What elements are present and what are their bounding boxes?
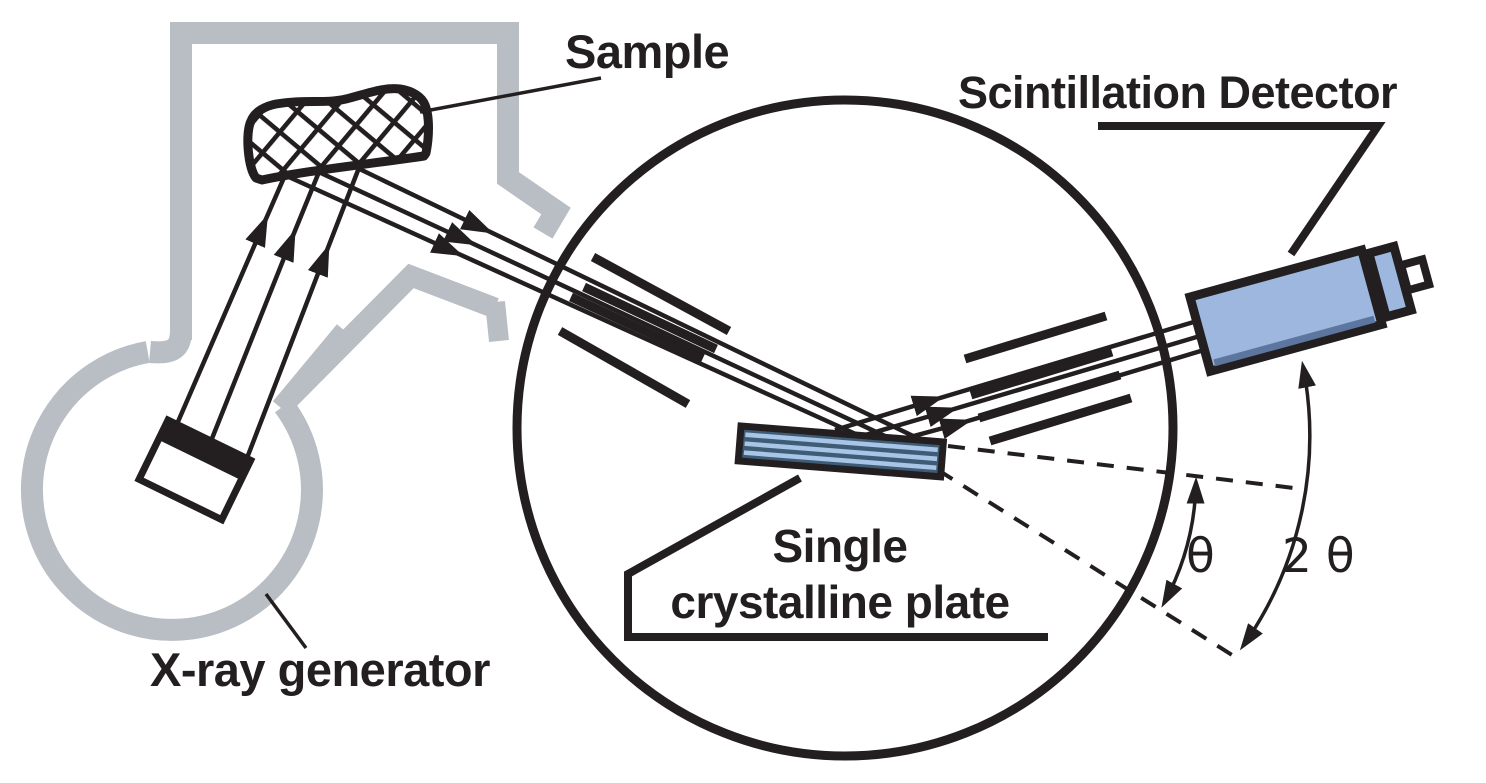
- beam-line: [244, 159, 365, 459]
- beam-line: [279, 170, 861, 439]
- beam-line: [854, 333, 1201, 441]
- generator-housing-ring: [20, 341, 323, 641]
- antiscatter-arm-foot: [485, 300, 509, 343]
- radiation-shield: [20, 22, 571, 641]
- plate-stripe: [743, 450, 937, 471]
- scintillation-detector: [1184, 240, 1435, 377]
- tube-anode: [156, 418, 253, 481]
- xray-tube: [134, 415, 256, 525]
- slit-plate: [569, 292, 705, 363]
- antiscatter-arm: [281, 263, 499, 407]
- beam-line: [876, 347, 1205, 449]
- crystal-plate-label: Single crystalline plate: [590, 518, 1090, 630]
- plate-leader-line: [624, 474, 1048, 641]
- detector-leader-line: [1098, 122, 1386, 257]
- slit-plate: [969, 347, 1114, 400]
- incident-beams: [174, 159, 365, 459]
- shield-wall-curve: [149, 329, 192, 364]
- crystal-plate: [734, 422, 948, 481]
- two-theta-label: 2 θ: [1282, 529, 1355, 584]
- detector-connector: [1396, 254, 1435, 296]
- callout-lines: [264, 76, 1386, 650]
- sample-shape: [243, 84, 433, 185]
- theta-arc: [1161, 476, 1205, 608]
- plate-stripe: [745, 432, 938, 453]
- xray-generator-label: X-ray generator: [150, 643, 490, 696]
- soller-slits-left: [557, 253, 732, 408]
- sample-leader-line: [419, 76, 602, 114]
- slit-plate: [590, 253, 732, 335]
- detector-label: Scintillation Detector: [958, 67, 1398, 118]
- sample-to-crystal-beams: [279, 159, 941, 452]
- dashed-plate-extension: [947, 444, 1303, 491]
- crystal-plate-label-line1: Single: [772, 520, 908, 572]
- detector-body: [1184, 244, 1388, 377]
- beam-line: [834, 318, 1198, 433]
- beam-line: [344, 159, 941, 452]
- sample-label: Sample: [565, 25, 730, 78]
- plate-stripe: [744, 441, 938, 462]
- slit-plate: [963, 311, 1108, 364]
- goniometer-circle: [512, 95, 1178, 761]
- shield-enclosure: [170, 22, 571, 340]
- beam-line: [174, 172, 289, 425]
- beam-line: [208, 166, 324, 442]
- angle-arcs: [1161, 360, 1316, 651]
- crystal-plate-label-line2: crystalline plate: [670, 576, 1010, 628]
- slit-plate: [988, 393, 1133, 446]
- slit-plate: [582, 282, 718, 354]
- detector-shade: [1213, 315, 1376, 367]
- slit-plate: [557, 327, 691, 408]
- two-theta-arc: [1239, 360, 1316, 651]
- theta-label: θ: [1186, 529, 1215, 584]
- generator-leader-line: [264, 592, 308, 650]
